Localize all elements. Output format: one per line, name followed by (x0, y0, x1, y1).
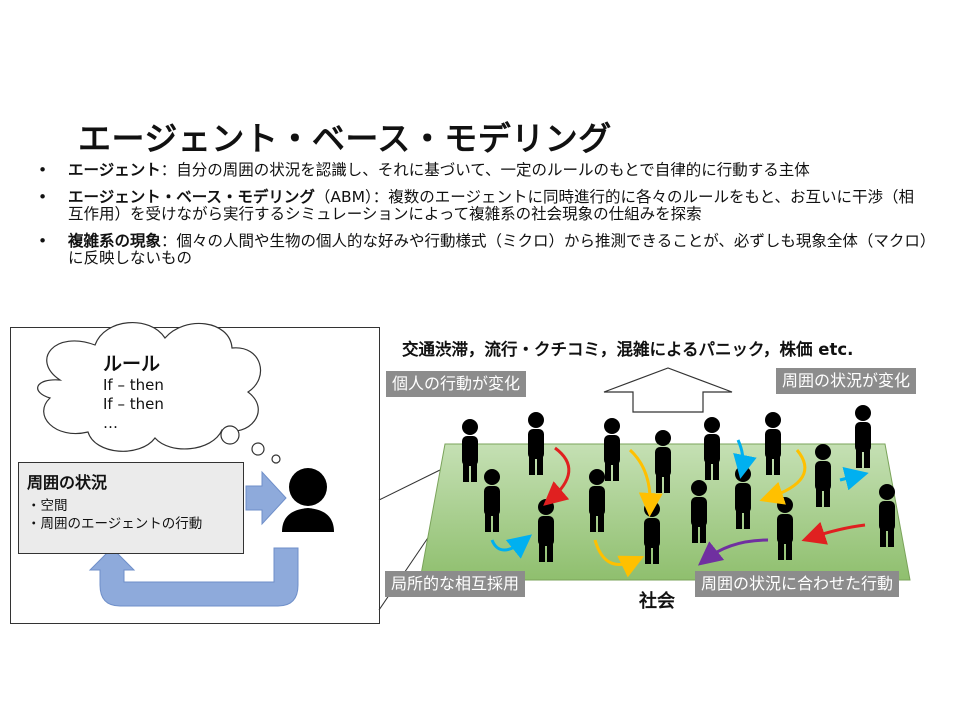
rule-line: If – then (103, 395, 164, 413)
callout-line (378, 469, 441, 501)
agent-person-icon (282, 468, 334, 532)
bullet-desc: ：自分の周囲の状況を認識し、それに基づいて、一定のルールのもとで自律的に行動する… (160, 161, 810, 179)
tag-local-interaction: 局所的な相互採用 (385, 571, 526, 597)
bullet-term: エージェント・ベース・モデリング (68, 188, 315, 206)
rule-line: If – then (103, 376, 164, 394)
emergence-arrow-icon (603, 367, 733, 413)
rule-cloud: ルール If – then If – then … (103, 352, 164, 433)
tag-adaptive-action: 周囲の状況に合わせた行動 (695, 571, 900, 597)
society-label: 社会 (639, 591, 675, 612)
bullet-desc: ：個々の人間や生物の個人的な好みや行動様式（ミクロ）から推測できることが、必ずし… (68, 232, 928, 267)
surroundings-box: 周囲の状況 ・空間 ・周囲のエージェントの行動 (18, 462, 244, 554)
bullet-marker: • (38, 188, 48, 206)
input-arrow-icon (245, 470, 287, 526)
surroundings-heading: 周囲の状況 (27, 473, 108, 492)
bullet-complex: • 複雑系の現象：個々の人間や生物の個人的な好みや行動様式（ミクロ）から推測でき… (38, 233, 928, 267)
rule-line: … (103, 414, 118, 432)
page-title: エージェント・ベース・モデリング (78, 119, 612, 158)
bullet-term: 複雑系の現象 (68, 232, 162, 250)
interaction-arrows (490, 439, 869, 578)
bullet-marker: • (38, 161, 48, 179)
bullet-desc: （ABM）：複数のエージェントに同時進行的に各々のルールをもと、お互いに干渉（相… (68, 188, 915, 223)
rule-heading: ルール (103, 353, 161, 375)
bullet-term: エージェント (68, 161, 161, 179)
bullet-list: • エージェント：自分の周囲の状況を認識し、それに基づいて、一定のルールのもとで… (38, 162, 928, 277)
tag-individual-change: 個人の行動が変化 (386, 371, 527, 397)
thought-cloud-icon (37, 321, 281, 464)
phenomena-caption: 交通渋滞，流行・クチコミ，混雑によるパニック，株価 etc. (402, 340, 854, 359)
bullet-agent: • エージェント：自分の周囲の状況を認識し、それに基づいて、一定のルールのもとで… (38, 162, 928, 179)
surroundings-item: ・空間 (27, 498, 68, 514)
surroundings-item: ・周囲のエージェントの行動 (27, 516, 203, 532)
bullet-marker: • (38, 232, 48, 250)
feedback-arrow-icon (88, 547, 299, 607)
tag-surrounding-change: 周囲の状況が変化 (776, 368, 917, 394)
bullet-abm: • エージェント・ベース・モデリング（ABM）：複数のエージェントに同時進行的に… (38, 189, 928, 223)
